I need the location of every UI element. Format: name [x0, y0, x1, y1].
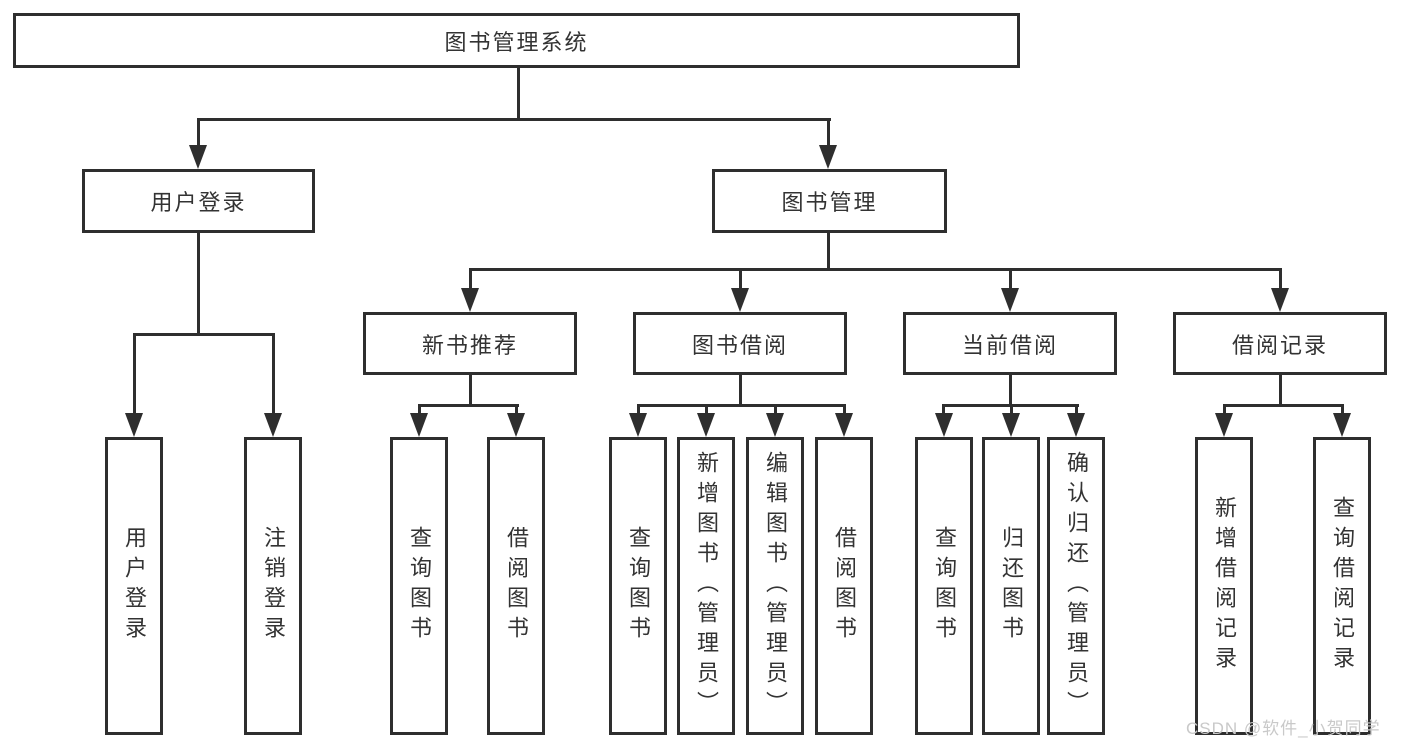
connector-segment — [197, 118, 200, 150]
node-label: 图书管理 — [781, 190, 878, 215]
connector-segment — [827, 230, 830, 271]
node-book-borrowing: 图书借阅 — [633, 312, 847, 375]
arrowhead-down-icon — [1001, 288, 1019, 312]
node-label: 借阅记录 — [1231, 332, 1328, 358]
node-label: 编辑图书（管理员） — [763, 451, 788, 721]
connector-segment — [637, 404, 640, 416]
connector-segment — [1341, 404, 1344, 416]
arrowhead-down-icon — [629, 413, 647, 437]
node-library-management-system: 图书管理系统 — [13, 13, 1020, 68]
leaf-query-borrow-record: 查询借阅记录 — [1313, 437, 1371, 735]
leaf-query-book-borrowing: 查询图书 — [609, 437, 667, 735]
connector-segment — [1279, 268, 1282, 292]
node-book-management: 图书管理 — [712, 169, 947, 233]
arrowhead-down-icon — [1333, 413, 1351, 437]
arrowhead-down-icon — [697, 413, 715, 437]
connector-segment — [1075, 404, 1078, 416]
arrowhead-down-icon — [766, 413, 784, 437]
node-label: 查询图书 — [407, 526, 432, 646]
leaf-user-login: 用户登录 — [105, 437, 163, 735]
connector-segment — [133, 333, 275, 336]
node-borrowing-records: 借阅记录 — [1173, 312, 1387, 375]
arrowhead-down-icon — [461, 288, 479, 312]
connector-segment — [739, 268, 742, 292]
connector-segment — [517, 66, 520, 120]
node-label: 用户登录 — [122, 526, 147, 646]
arrowhead-down-icon — [819, 145, 837, 169]
node-label: 用户登录 — [150, 190, 247, 215]
arrowhead-down-icon — [1271, 288, 1289, 312]
arrowhead-down-icon — [731, 288, 749, 312]
node-label: 图书借阅 — [691, 332, 788, 358]
arrowhead-down-icon — [410, 413, 428, 437]
node-new-book-recommendation: 新书推荐 — [363, 312, 577, 375]
node-current-borrowing: 当前借阅 — [903, 312, 1117, 375]
arrowhead-down-icon — [125, 413, 143, 437]
node-label: 借阅图书 — [832, 526, 857, 646]
arrowhead-down-icon — [507, 413, 525, 437]
connector-segment — [637, 404, 846, 407]
connector-segment — [739, 373, 742, 407]
arrowhead-down-icon — [1215, 413, 1233, 437]
connector-segment — [1010, 404, 1013, 416]
connector-segment — [197, 118, 831, 121]
arrowhead-down-icon — [935, 413, 953, 437]
connector-segment — [197, 230, 200, 336]
node-label: 图书管理系统 — [444, 29, 589, 55]
connector-segment — [1223, 404, 1344, 407]
leaf-return-book: 归还图书 — [982, 437, 1040, 735]
csdn-watermark: CSDN @软件_小贺同学 — [1186, 719, 1381, 738]
arrowhead-down-icon — [1002, 413, 1020, 437]
connector-segment — [469, 373, 472, 407]
node-label: 查询图书 — [932, 526, 957, 646]
connector-segment — [515, 404, 518, 416]
connector-segment — [272, 333, 275, 415]
connector-segment — [418, 404, 519, 407]
node-label: 查询图书 — [626, 526, 651, 646]
node-label: 借阅图书 — [504, 526, 529, 646]
leaf-query-book-recommend: 查询图书 — [390, 437, 448, 735]
connector-segment — [469, 268, 1282, 271]
connector-segment — [1009, 373, 1012, 407]
node-label: 新增图书（管理员） — [694, 451, 719, 721]
node-label: 新增借阅记录 — [1212, 496, 1237, 676]
leaf-add-book-admin: 新增图书（管理员） — [677, 437, 735, 735]
connector-segment — [774, 404, 777, 416]
connector-segment — [827, 118, 830, 150]
leaf-confirm-return-admin: 确认归还（管理员） — [1047, 437, 1105, 735]
connector-segment — [1279, 373, 1282, 407]
leaf-edit-book-admin: 编辑图书（管理员） — [746, 437, 804, 735]
node-label: 归还图书 — [999, 526, 1024, 646]
node-label: 注销登录 — [261, 526, 286, 646]
node-label: 新书推荐 — [421, 332, 518, 358]
connector-segment — [418, 404, 421, 416]
node-label: 当前借阅 — [961, 332, 1058, 358]
node-label: 确认归还（管理员） — [1064, 451, 1089, 721]
connector-segment — [133, 333, 136, 415]
arrowhead-down-icon — [1067, 413, 1085, 437]
leaf-add-borrow-record: 新增借阅记录 — [1195, 437, 1253, 735]
connector-segment — [1223, 404, 1226, 416]
arrowhead-down-icon — [189, 145, 207, 169]
connector-segment — [705, 404, 708, 416]
connector-segment — [1009, 268, 1012, 292]
connector-segment — [843, 404, 846, 416]
leaf-borrow-book-recommend: 借阅图书 — [487, 437, 545, 735]
node-user-login: 用户登录 — [82, 169, 315, 233]
leaf-logout: 注销登录 — [244, 437, 302, 735]
node-label: 查询借阅记录 — [1330, 496, 1355, 676]
connector-segment — [942, 404, 945, 416]
connector-segment — [469, 268, 472, 292]
leaf-query-book-current: 查询图书 — [915, 437, 973, 735]
arrowhead-down-icon — [264, 413, 282, 437]
arrowhead-down-icon — [835, 413, 853, 437]
leaf-borrow-book: 借阅图书 — [815, 437, 873, 735]
